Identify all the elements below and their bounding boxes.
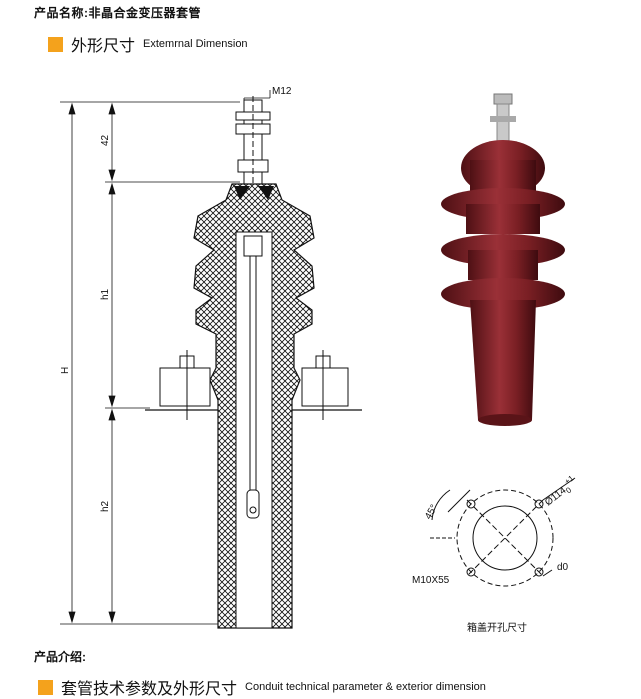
dimension-lines (60, 90, 312, 625)
thread-label: M12 (272, 86, 292, 97)
dim-H-label: H (60, 367, 71, 374)
d0-label: d0 (557, 562, 569, 573)
hole-diagram-caption: 箱盖开孔尺寸 (467, 621, 527, 634)
dim-42-label: 42 (100, 134, 111, 146)
section-title-cn: 套管技术参数及外形尺寸 (61, 681, 238, 698)
bolt-label: M10X55 (412, 575, 450, 586)
dim-h2-label: h2 (100, 500, 111, 512)
diameter-label: Ø1140+1 (541, 473, 581, 510)
section-title-cn: 外形尺寸 (71, 38, 136, 55)
product-title: 产品名称:非晶合金变压器套管 (34, 6, 201, 20)
angle-label: 45° (423, 503, 440, 522)
intro-heading: 产品介绍: (34, 650, 86, 664)
bushing-photo (441, 93, 565, 426)
section-header-technical-parameters: 套管技术参数及外形尺寸 Conduit technical parameter … (38, 675, 486, 699)
section-header-external-dimension: 外形尺寸 Extemrnal Dimension (48, 32, 248, 56)
section-marker-icon (38, 679, 53, 695)
section-title-en: Extemrnal Dimension (143, 38, 248, 50)
cap-gasket (234, 186, 274, 200)
section-title-en: Conduit technical parameter & exterior d… (245, 681, 486, 693)
hole-pattern-diagram (430, 477, 576, 587)
mounting-clamp-left (159, 350, 211, 420)
mounting-clamp-right (301, 350, 349, 420)
dim-h1-label: h1 (100, 288, 111, 300)
conductor-rod (243, 235, 263, 519)
section-marker-icon (48, 36, 63, 52)
